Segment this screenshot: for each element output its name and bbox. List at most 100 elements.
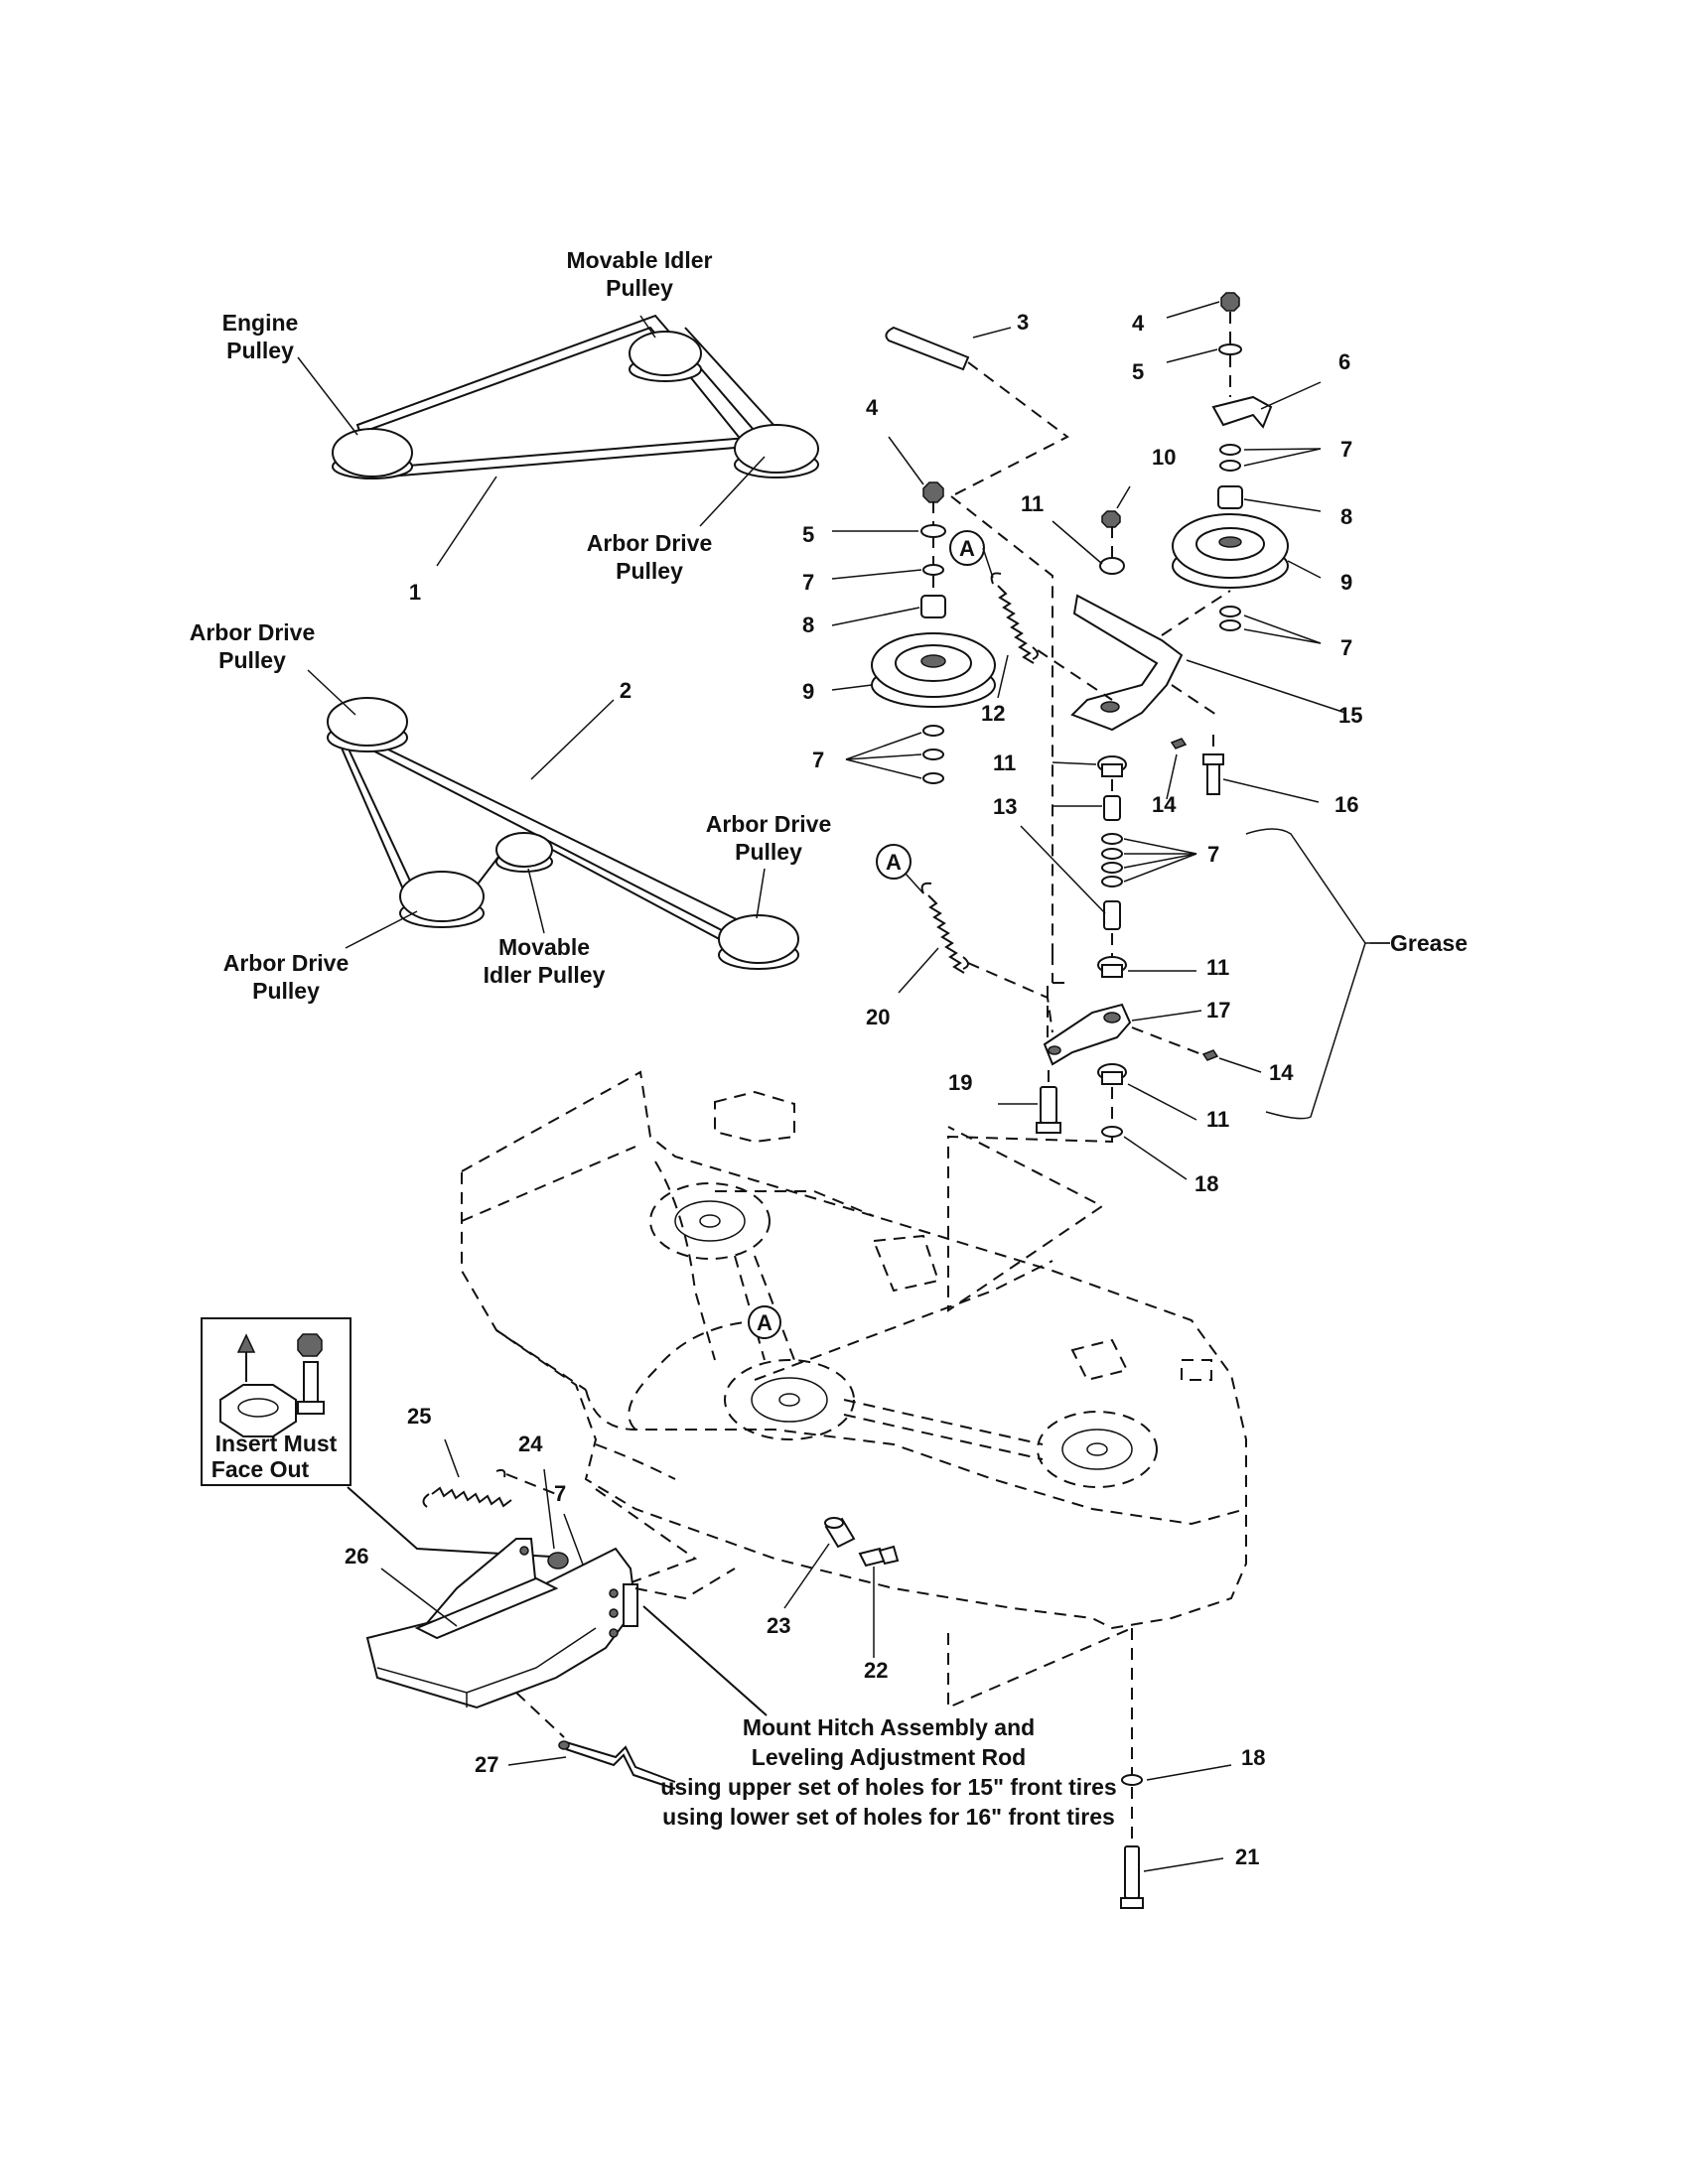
mount-note-line4: using lower set of holes for 16" front t…: [662, 1804, 1115, 1830]
bolt-16-icon: [1202, 753, 1224, 795]
right-pulley-icon: [1172, 513, 1289, 589]
spring-12-icon: [990, 572, 1039, 664]
hitch-bracket-icon: [365, 1538, 638, 1709]
spindle-hub-right-icon: [1037, 1411, 1158, 1488]
svg-text:Pulley: Pulley: [226, 338, 294, 363]
bolt-22-icon: [858, 1545, 900, 1568]
svg-text:A: A: [959, 536, 975, 561]
mount-note-line3: using upper set of holes for 15" front t…: [660, 1774, 1116, 1800]
pivot-arm-17-icon: [1043, 1003, 1132, 1066]
exploded-parts: A: [831, 292, 1390, 1312]
part-number-1: 1: [409, 580, 421, 605]
spring-25-icon: [422, 1468, 512, 1508]
insert-note-line2: Face Out: [211, 1456, 310, 1482]
handle-grip-icon: [885, 326, 970, 371]
part-number-22: 22: [864, 1658, 888, 1683]
part-number-11b: 11: [993, 751, 1016, 775]
part-number-16: 16: [1334, 792, 1358, 817]
mount-hitch-note: Mount Hitch Assembly and Leveling Adjust…: [660, 1714, 1116, 1830]
svg-text:Engine: Engine: [222, 310, 299, 336]
mower-deck-housing: [461, 1070, 1247, 1709]
mount-note-line1: Mount Hitch Assembly and: [743, 1714, 1035, 1740]
bolt-21-icon: [1120, 1845, 1144, 1909]
svg-text:Arbor Drive: Arbor Drive: [190, 619, 316, 645]
insert-note-box: Insert Must Face Out: [201, 1317, 351, 1486]
idler-pulley-icon: [629, 331, 702, 382]
part-number-12: 12: [981, 701, 1005, 726]
arbor-drive-pulley-top-label: Arbor Drive Pulley: [190, 619, 316, 673]
belt-routing-diagram-bottom: [307, 669, 799, 970]
part-number-27: 27: [475, 1752, 498, 1777]
arbor-pulley-top-icon: [327, 697, 408, 752]
svg-text:Pulley: Pulley: [616, 558, 683, 584]
leveling-rod-icon: [558, 1740, 676, 1790]
part-number-7e: 7: [1207, 842, 1219, 867]
part-number-8a: 8: [1340, 504, 1352, 529]
arbor-drive-pulley-right-label: Arbor Drive Pulley: [706, 811, 832, 865]
belt-routing-diagram-top: [297, 314, 819, 567]
part-number-25: 25: [407, 1404, 431, 1429]
grease-fitting-upper-icon: [1170, 738, 1188, 750]
part-number-9a: 9: [1340, 570, 1352, 595]
reference-marker-a-upper: A: [949, 530, 985, 566]
movable-idler-pulley-label: Movable Idler Pulley: [567, 247, 713, 301]
part-number-2: 2: [620, 678, 632, 703]
idler-arm-icon: [1070, 594, 1184, 732]
part-number-13: 13: [993, 794, 1017, 819]
part-number-9b: 9: [802, 679, 814, 704]
part-number-11c: 11: [1206, 955, 1229, 980]
arbor-pulley-right-icon: [718, 914, 799, 970]
svg-text:Pulley: Pulley: [606, 275, 673, 301]
movable-idler-pulley-bottom-label: Movable Idler Pulley: [484, 934, 606, 988]
svg-text:Arbor Drive: Arbor Drive: [223, 950, 350, 976]
arbor-pulley-icon: [734, 424, 819, 478]
spacer-23-icon: [824, 1517, 856, 1549]
svg-text:Pulley: Pulley: [735, 839, 802, 865]
engine-pulley-icon: [332, 428, 413, 479]
svg-text:Pulley: Pulley: [218, 647, 286, 673]
reference-marker-a-deck: A: [748, 1305, 781, 1339]
part-number-20: 20: [866, 1005, 890, 1029]
part-number-callouts: 3 4 5 6 7 8 9 7 4 10 11 5 7 8 9 12 15 7 …: [802, 310, 1362, 1196]
svg-text:Movable Idler: Movable Idler: [567, 247, 713, 273]
part-number-7c: 7: [802, 570, 814, 595]
part-number-5a: 5: [1132, 359, 1144, 384]
idler-pulley-bottom-icon: [495, 832, 553, 873]
part-number-10: 10: [1152, 445, 1176, 470]
part-number-7a: 7: [1340, 437, 1352, 462]
arbor-pulley-bottom-icon: [399, 871, 485, 928]
part-number-24: 24: [518, 1432, 543, 1456]
insert-note-line1: Insert Must: [215, 1431, 338, 1456]
arbor-drive-pulley-label: Arbor Drive Pulley: [587, 530, 713, 584]
reference-marker-a-middle: A: [876, 844, 912, 880]
svg-text:Arbor Drive: Arbor Drive: [706, 811, 832, 837]
svg-text:Idler Pulley: Idler Pulley: [484, 962, 606, 988]
part-number-11d: 11: [1206, 1107, 1229, 1132]
part-number-18b: 18: [1241, 1745, 1265, 1770]
spindle-hub-center-icon: [724, 1359, 855, 1440]
svg-text:Movable: Movable: [498, 934, 590, 960]
left-pulley-icon: [871, 632, 996, 708]
grease-fitting-lower-icon: [1201, 1049, 1219, 1061]
mount-note-line2: Leveling Adjustment Rod: [752, 1744, 1026, 1770]
part-number-5b: 5: [802, 522, 814, 547]
svg-text:Arbor Drive: Arbor Drive: [587, 530, 713, 556]
part-number-6: 6: [1338, 349, 1350, 374]
hitch-assembly: 25 24 7 26: [345, 1404, 768, 1790]
part-number-14a: 14: [1152, 792, 1177, 817]
nut-bolt-icon: [297, 1333, 325, 1415]
bolt-19-icon: [1036, 1086, 1061, 1134]
svg-text:A: A: [886, 850, 902, 875]
svg-text:A: A: [757, 1310, 772, 1335]
arbor-drive-pulley-bottom-label: Arbor Drive Pulley: [223, 950, 350, 1004]
washer-18-bottom-icon: [1121, 1774, 1143, 1786]
part-number-14b: 14: [1269, 1060, 1294, 1085]
part-number-7f: 7: [554, 1481, 566, 1506]
part-number-19: 19: [948, 1070, 972, 1095]
locknut-24-icon: [547, 1552, 569, 1570]
part-number-26: 26: [345, 1544, 368, 1569]
part-number-7d: 7: [812, 748, 824, 772]
part-number-23: 23: [767, 1613, 790, 1638]
grease-label: Grease: [1390, 930, 1468, 956]
